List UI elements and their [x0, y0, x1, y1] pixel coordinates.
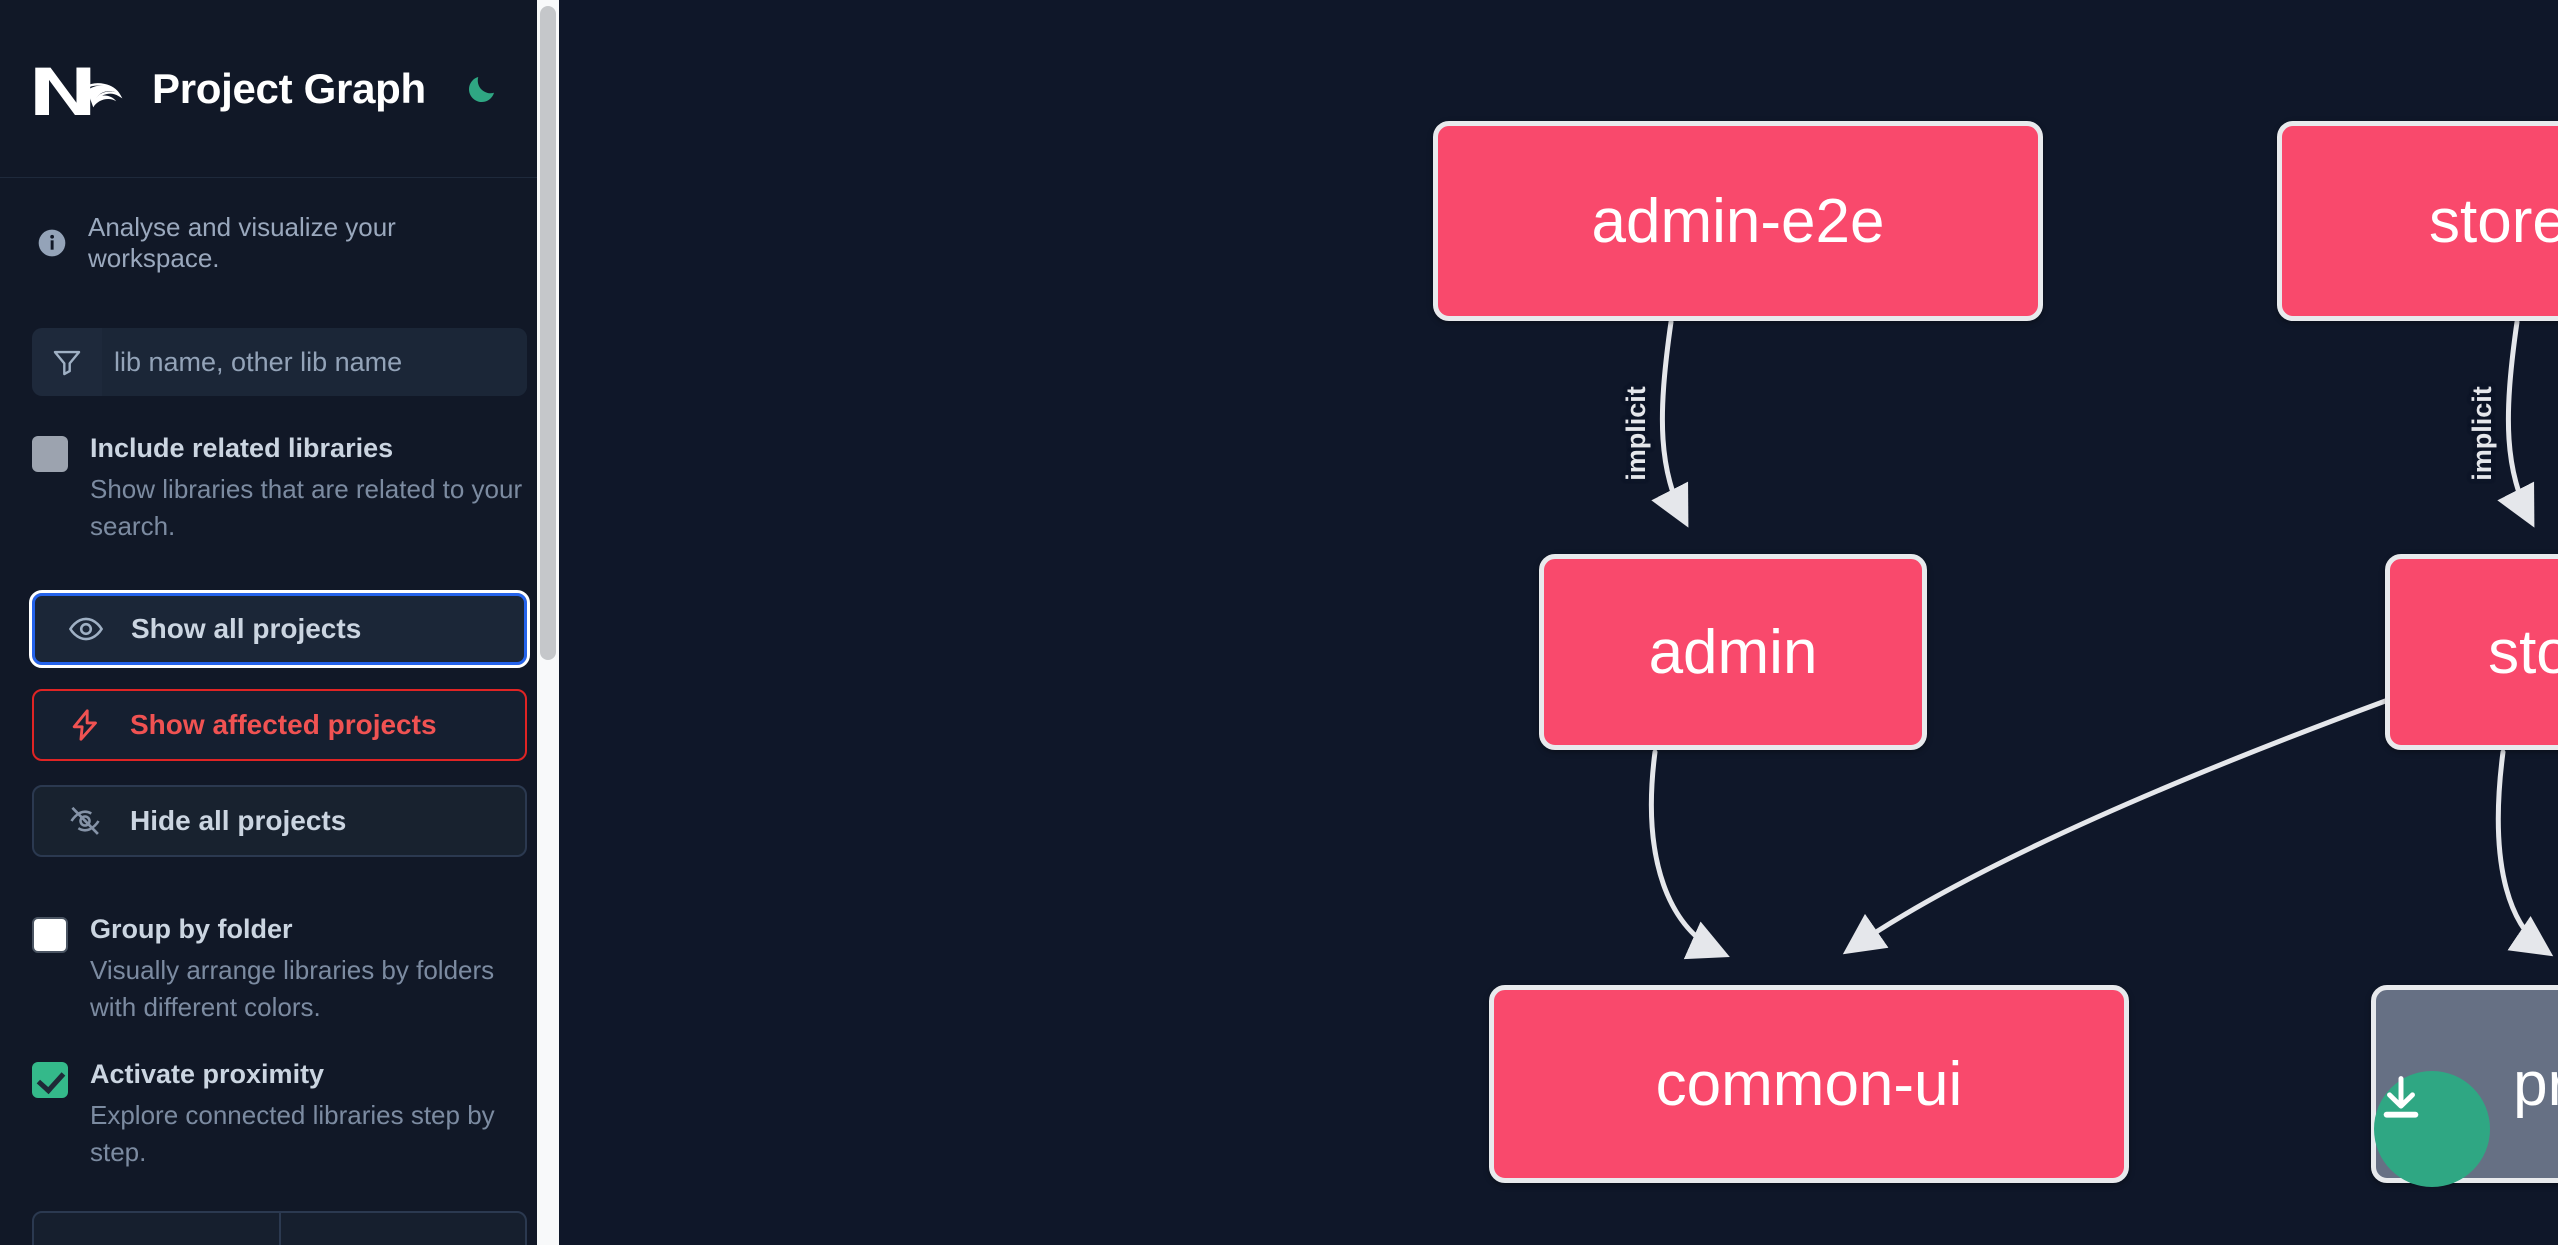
graph-node-common-ui[interactable]: common-ui	[1489, 985, 2129, 1183]
show-all-projects-label: Show all projects	[131, 613, 362, 645]
checkbox-activate-proximity-box[interactable]	[32, 1062, 68, 1099]
sidebar: Project Graph Analyse and visualize your…	[0, 0, 559, 1245]
lightning-icon	[66, 706, 104, 744]
proximity-step-increase[interactable]	[281, 1213, 526, 1245]
show-all-projects-button[interactable]: Show all projects	[29, 590, 530, 669]
checkbox-group-by-folder-desc: Visually arrange libraries by folders wi…	[90, 955, 495, 1023]
edge-admin-to-common-ui	[1648, 749, 1730, 960]
graph-node-admin-label: admin	[1648, 617, 1818, 687]
filter-funnel-icon[interactable]	[32, 328, 102, 396]
checkbox-activate-proximity-desc: Explore connected libraries step by step…	[90, 1100, 495, 1168]
proximity-stepper-group[interactable]	[32, 1211, 527, 1245]
hide-all-projects-label: Hide all projects	[130, 805, 347, 837]
page-title: Project Graph	[152, 64, 426, 112]
graph-node-store-e2e[interactable]: store-e2e	[2277, 121, 2558, 321]
eye-icon	[67, 610, 105, 648]
search-input[interactable]	[102, 328, 527, 396]
checkbox-include-related-libraries-label: Include related libraries	[90, 433, 394, 463]
eye-slash-icon	[66, 802, 104, 840]
download-image-button[interactable]	[2374, 1071, 2490, 1187]
tagline-row: Analyse and visualize your workspace.	[0, 178, 559, 274]
checkbox-activate-proximity-label: Activate proximity	[90, 1059, 325, 1090]
moon-icon[interactable]	[460, 67, 504, 111]
checkbox-group-by-folder-box[interactable]	[32, 917, 68, 954]
show-affected-projects-button[interactable]: Show affected projects	[32, 689, 527, 762]
checkbox-include-related-libraries-desc: Show libraries that are related to your …	[90, 474, 523, 542]
search-row	[32, 328, 527, 396]
graph-canvas[interactable]: admin-e2e store-e2e admin store common-u…	[559, 0, 2558, 1245]
graph-node-admin-e2e-label: admin-e2e	[1591, 186, 1885, 256]
graph-node-products-label: products	[2513, 1049, 2558, 1119]
checkbox-include-related-libraries[interactable]: Include related libraries Show libraries…	[32, 430, 527, 545]
edge-store-e2e-to-store	[2497, 319, 2535, 528]
nx-logo-icon	[32, 60, 124, 118]
graph-node-admin[interactable]: admin	[1539, 554, 1927, 750]
graph-node-store[interactable]: store	[2385, 554, 2558, 750]
hide-all-projects-button[interactable]: Hide all projects	[32, 785, 527, 858]
sidebar-header: Project Graph	[0, 0, 559, 178]
graph-edges-layer	[1648, 319, 2554, 960]
edge-admin-e2e-to-admin	[1651, 319, 1689, 528]
checkbox-include-related-libraries-box[interactable]	[32, 436, 68, 472]
proximity-step-decrease[interactable]	[34, 1213, 281, 1245]
edge-store-to-common-ui	[1842, 697, 2391, 955]
sidebar-scrollbar-thumb[interactable]	[540, 6, 556, 660]
graph-node-admin-e2e[interactable]: admin-e2e	[1433, 121, 2043, 321]
checkbox-group-by-folder[interactable]: Group by folder Visually arrange librari…	[32, 911, 527, 1026]
show-affected-projects-label: Show affected projects	[130, 709, 437, 741]
visibility-button-group: Show all projects Show affected projects	[29, 590, 530, 858]
tagline-text: Analyse and visualize your workspace.	[88, 212, 396, 273]
checkbox-activate-proximity[interactable]: Activate proximity Explore connected lib…	[32, 1056, 527, 1171]
checkbox-group-by-folder-label: Group by folder	[90, 914, 293, 945]
graph-node-store-e2e-label: store-e2e	[2429, 186, 2558, 256]
edge-store-to-products	[2495, 749, 2554, 957]
info-icon	[36, 227, 68, 259]
sidebar-scrollbar-track[interactable]	[537, 0, 559, 1245]
graph-node-store-label: store	[2488, 617, 2558, 687]
graph-node-common-ui-label: common-ui	[1655, 1049, 1963, 1119]
